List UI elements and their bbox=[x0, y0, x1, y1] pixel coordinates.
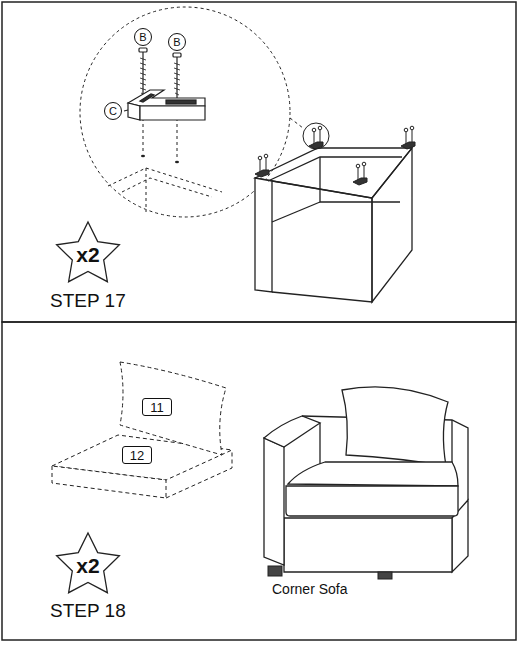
callout-text: C bbox=[109, 106, 117, 117]
sofa-frame bbox=[255, 148, 412, 302]
corner-bracket bbox=[401, 142, 415, 149]
screw bbox=[258, 156, 262, 160]
sofa-leg bbox=[378, 572, 392, 579]
star-outline bbox=[57, 533, 120, 593]
screw bbox=[362, 162, 366, 166]
screw-hole bbox=[175, 161, 179, 164]
sofa-frame bbox=[320, 157, 400, 202]
screw bbox=[174, 63, 180, 95]
corner-bracket bbox=[128, 90, 205, 106]
back-cushion bbox=[120, 362, 226, 455]
quantity-star: x2 bbox=[53, 529, 123, 597]
corner-bracket bbox=[353, 178, 367, 185]
panel-frame bbox=[2, 322, 516, 640]
detail-marker bbox=[303, 123, 329, 149]
sofa-frame bbox=[272, 202, 320, 222]
callout-letter: B bbox=[168, 33, 186, 51]
item-name: Corner Sofa bbox=[272, 582, 347, 597]
corner-sofa bbox=[264, 416, 320, 447]
corner-sofa bbox=[264, 387, 468, 572]
panel-frame bbox=[2, 2, 516, 322]
corner-bracket bbox=[124, 90, 205, 120]
screw bbox=[139, 48, 147, 52]
back-cushion bbox=[120, 362, 226, 455]
callout-text: 12 bbox=[130, 449, 144, 462]
hidden-frame-corner bbox=[122, 178, 212, 197]
hidden-frame-corner bbox=[146, 168, 147, 212]
sofa-frame bbox=[268, 157, 402, 181]
screw bbox=[264, 154, 268, 158]
corner-sofa bbox=[264, 438, 284, 565]
sofa-frame bbox=[255, 178, 272, 292]
sofa-leg bbox=[268, 566, 392, 579]
detail-marker bbox=[303, 123, 329, 149]
sofa-frame bbox=[255, 148, 412, 198]
corner-sofa bbox=[288, 462, 458, 486]
callout-letter: C bbox=[104, 102, 122, 120]
screw bbox=[140, 58, 146, 95]
seat-cushion bbox=[52, 466, 166, 498]
screw bbox=[404, 128, 408, 132]
part-number: 12 bbox=[122, 446, 152, 464]
corner-bracket bbox=[128, 103, 140, 120]
callout-text: B bbox=[173, 37, 180, 48]
corner-bracket bbox=[140, 94, 154, 102]
screw bbox=[318, 126, 322, 130]
screw bbox=[312, 128, 316, 132]
corner-bracket bbox=[255, 142, 415, 185]
screw-hole bbox=[141, 155, 145, 158]
step-title: STEP 18 bbox=[50, 601, 126, 622]
corner-sofa bbox=[284, 518, 452, 572]
quantity-text: x2 bbox=[76, 555, 99, 576]
callout-letter: B bbox=[134, 28, 152, 46]
screw bbox=[356, 164, 360, 168]
screw bbox=[176, 57, 177, 98]
zoom-circle bbox=[290, 118, 303, 128]
sofa-leg bbox=[268, 566, 282, 576]
corner-bracket bbox=[255, 170, 269, 177]
corner-bracket bbox=[124, 110, 128, 111]
screw-hole bbox=[141, 155, 179, 164]
sofa-frame bbox=[272, 181, 372, 302]
star-outline bbox=[57, 222, 120, 282]
step-title: STEP 17 bbox=[50, 291, 126, 312]
quantity-star: x2 bbox=[53, 218, 123, 286]
corner-bracket bbox=[166, 100, 196, 104]
part-number: 11 bbox=[142, 398, 172, 416]
screw bbox=[410, 126, 414, 130]
quantity-text: x2 bbox=[76, 244, 99, 265]
hidden-frame-corner bbox=[108, 168, 222, 192]
callout-text: 11 bbox=[150, 401, 164, 414]
corner-sofa bbox=[286, 486, 458, 516]
screw bbox=[173, 53, 181, 57]
corner-bracket bbox=[140, 106, 205, 120]
screw bbox=[258, 126, 414, 180]
corner-sofa bbox=[342, 387, 448, 466]
hidden-frame-corner bbox=[108, 112, 222, 212]
callout-text: B bbox=[139, 32, 146, 43]
seat-cushion bbox=[166, 450, 232, 498]
sofa-frame bbox=[372, 148, 412, 302]
